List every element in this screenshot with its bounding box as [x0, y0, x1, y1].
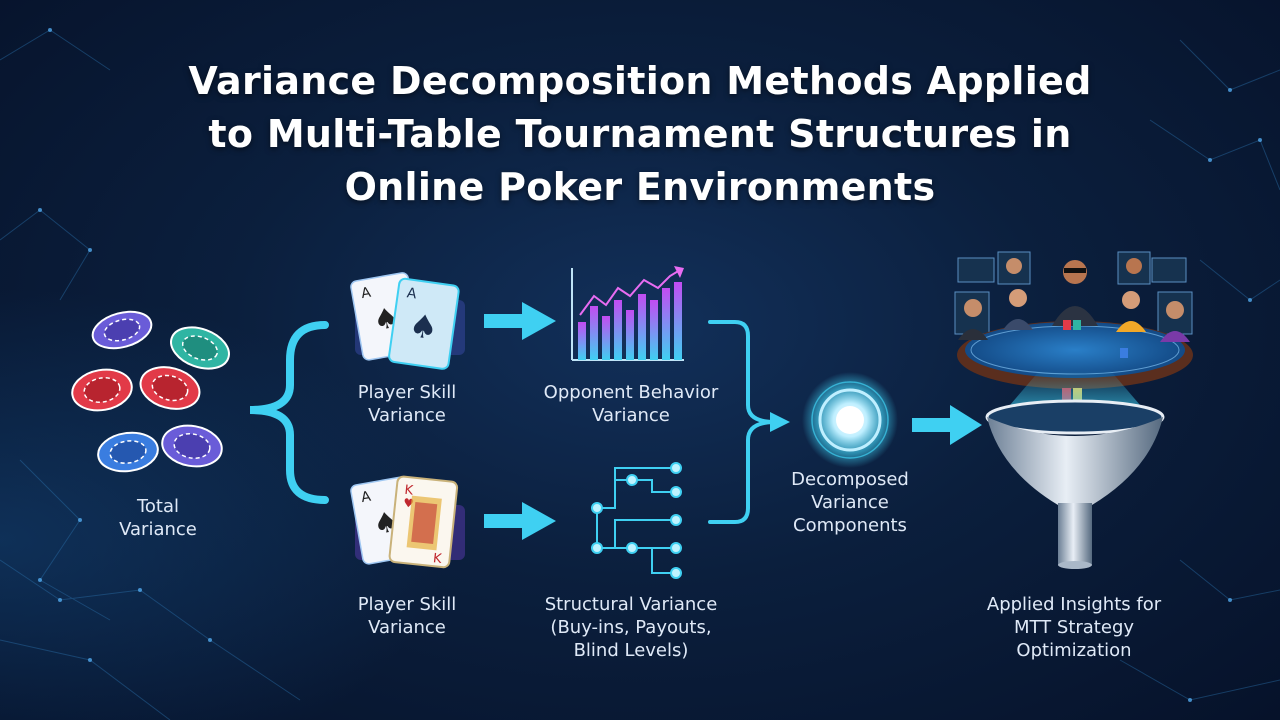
- node-total-line2: Variance: [119, 519, 197, 540]
- page-title: Variance Decomposition Methods Applied t…: [90, 55, 1190, 214]
- node-opponent-line1: Opponent Behavior: [543, 382, 719, 403]
- node-structural-line2: (Buy-ins, Payouts,: [550, 617, 712, 638]
- node-decomposed-line2: Variance: [811, 492, 889, 513]
- node-applied-line2: MTT Strategy: [1013, 617, 1135, 638]
- node-player-skill-bottom: Player Skill Variance: [340, 593, 474, 639]
- node-total-line1: Total: [136, 496, 180, 517]
- title-line-3: Online Poker Environments: [344, 165, 936, 209]
- node-player-skill-top: Player Skill Variance: [340, 381, 474, 427]
- svg-text:K: K: [432, 551, 443, 567]
- merge-arrowhead: [770, 412, 790, 432]
- playing-cards-king-icon: A ♠ K ♥ K: [350, 475, 465, 569]
- split-brace: [249, 321, 329, 504]
- arrow-skill-to-opponent: [484, 302, 556, 340]
- node-decomposed-components: Decomposed Variance Components: [775, 468, 925, 537]
- node-skill-bottom-line2: Variance: [368, 617, 446, 638]
- svg-text:♠: ♠: [407, 306, 441, 348]
- svg-text:A: A: [406, 285, 418, 302]
- node-skill-top-line2: Variance: [368, 405, 446, 426]
- title-line-2: to Multi-Table Tournament Structures in: [208, 112, 1072, 156]
- poker-chips-icon: [71, 310, 230, 473]
- node-applied-line1: Applied Insights for: [986, 594, 1162, 615]
- node-opponent-behavior: Opponent Behavior Variance: [528, 381, 734, 427]
- svg-text:A: A: [360, 489, 373, 506]
- poker-table-players-icon: [954, 251, 1193, 400]
- bar-chart-growth-icon: [571, 266, 684, 361]
- arrow-to-funnel: [912, 405, 982, 445]
- node-decomposed-line1: Decomposed: [791, 469, 909, 490]
- node-skill-bottom-line1: Player Skill: [357, 594, 457, 615]
- node-total-variance: Total Variance: [100, 495, 216, 541]
- node-applied-line3: Optimization: [1016, 640, 1132, 661]
- node-applied-insights: Applied Insights for MTT Strategy Optimi…: [962, 593, 1186, 662]
- svg-text:A: A: [360, 285, 373, 302]
- node-skill-top-line1: Player Skill: [357, 382, 457, 403]
- arrow-skill-to-structural: [484, 502, 556, 540]
- title-line-1: Variance Decomposition Methods Applied: [188, 59, 1092, 103]
- svg-text:K: K: [404, 483, 415, 499]
- node-structural-line1: Structural Variance: [544, 594, 718, 615]
- node-decomposed-line3: Components: [793, 515, 907, 536]
- glowing-orb-icon: [802, 372, 898, 468]
- funnel-icon: [985, 370, 1165, 569]
- node-structural-line3: Blind Levels): [573, 640, 689, 661]
- playing-cards-spades-icon: A ♠ A ♠: [350, 272, 465, 370]
- tree-network-icon: [591, 462, 682, 579]
- node-opponent-line2: Variance: [592, 405, 670, 426]
- node-structural-variance: Structural Variance (Buy-ins, Payouts, B…: [518, 593, 744, 662]
